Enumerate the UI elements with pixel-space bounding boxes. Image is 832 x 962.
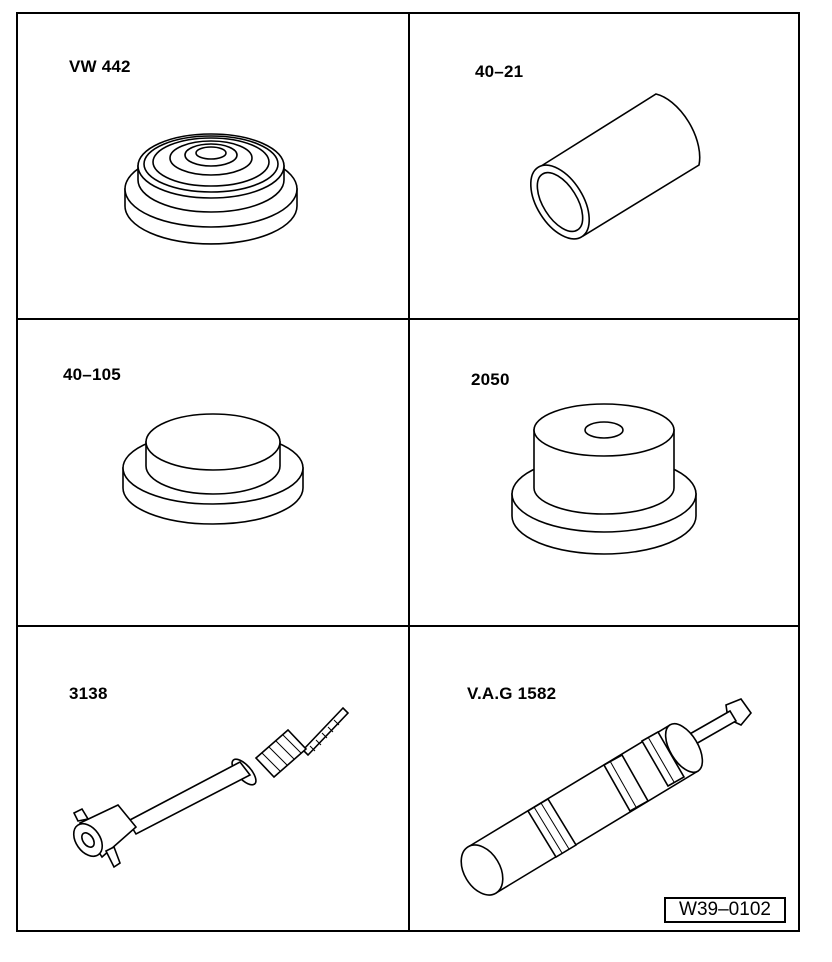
tool-label: 2050 (471, 370, 510, 389)
tool-label: V.A.G 1582 (467, 684, 557, 703)
tool-cell-3138: 3138 (18, 625, 408, 932)
tool-label: 40–105 (63, 365, 121, 384)
bored-disc-tool-drawing (408, 318, 800, 625)
tool-cell-40-105: 40–105 (18, 318, 408, 625)
tool-cell-40-21: 40–21 (408, 14, 800, 318)
drift-tool-drawing (408, 625, 800, 932)
grid-frame (16, 12, 800, 932)
tool-label: 3138 (69, 684, 108, 703)
grid-divider-row2 (18, 625, 798, 627)
puller-tool-drawing (18, 625, 408, 932)
tool-label: 40–21 (475, 62, 524, 81)
tool-cell-vag1582: V.A.G 1582 (408, 625, 800, 932)
grid-divider-row1 (18, 318, 798, 320)
grid-divider-vertical (408, 14, 410, 930)
tool-cell-vw442: VW 442 (18, 14, 408, 318)
cup-seal-tool-drawing (18, 14, 408, 318)
sleeve-tool-drawing (408, 14, 800, 318)
tool-cell-2050: 2050 (408, 318, 800, 625)
stepped-disc-tool-drawing (18, 318, 408, 625)
figure-reference-box: W39–0102 (664, 897, 786, 923)
tool-label: VW 442 (69, 57, 131, 76)
